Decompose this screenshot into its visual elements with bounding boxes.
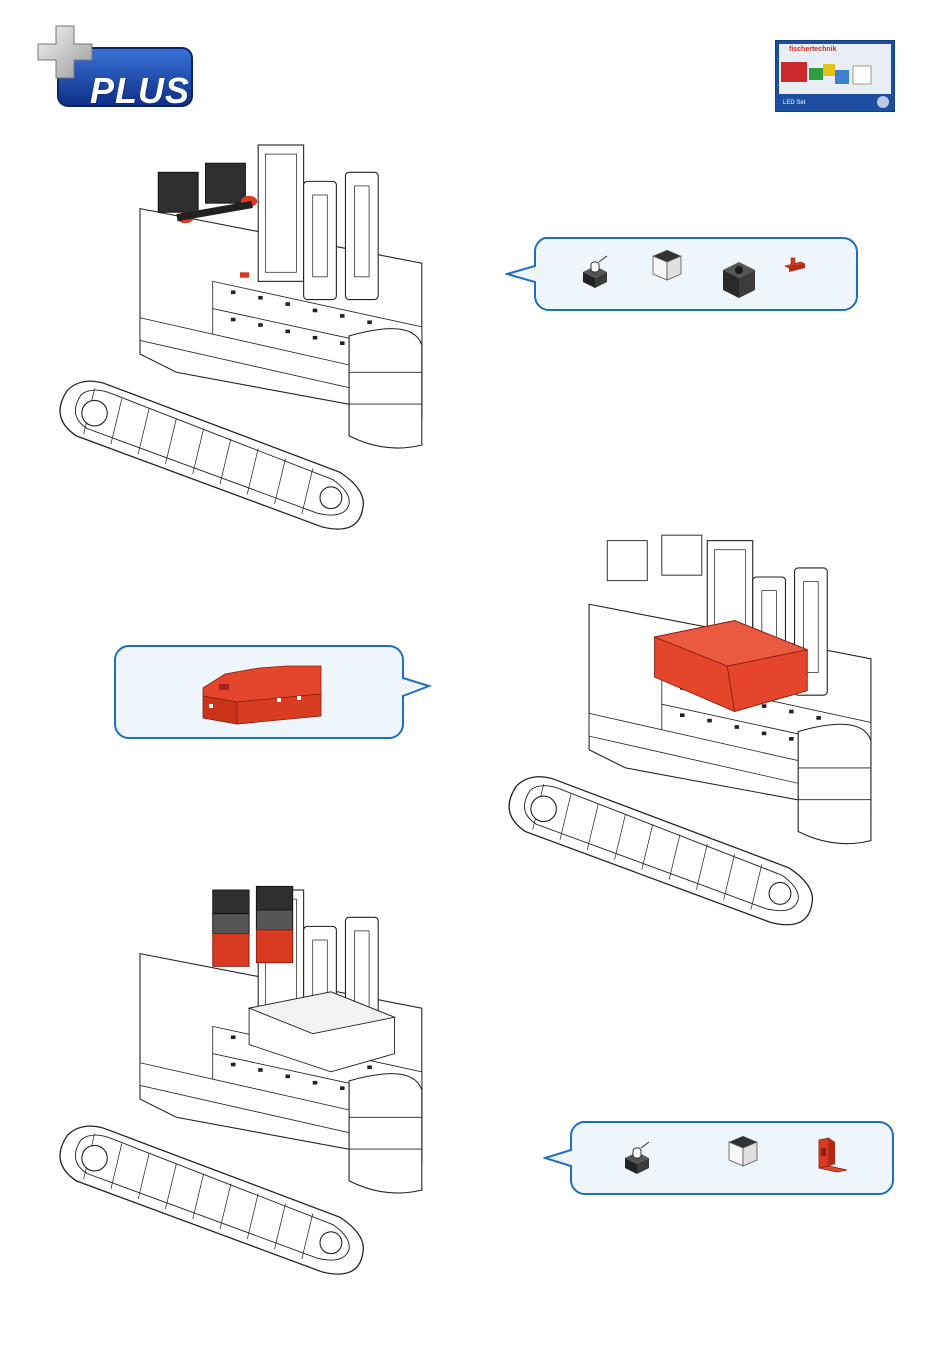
kit-brand-text: fischertechnik xyxy=(789,46,836,53)
excavator-step1-illustration xyxy=(40,115,440,575)
led-lamp-holder-icon xyxy=(577,254,613,290)
kit-box-image: fischertechnik LED Set xyxy=(775,40,895,112)
plus-logo: PLUS xyxy=(28,22,196,110)
excavator-step2-illustration xyxy=(480,492,880,962)
parts-callout-step1 xyxy=(505,236,861,314)
excavator-step3-illustration xyxy=(40,850,440,1330)
parts-callout-step2 xyxy=(113,644,433,742)
led-lamp-holder-icon xyxy=(619,1140,655,1176)
black-building-block-icon xyxy=(719,258,759,300)
white-building-block-icon xyxy=(649,248,685,284)
red-connector-plug-icon xyxy=(783,256,809,274)
parts-callout-step3 xyxy=(543,1120,897,1198)
logo-text: PLUS xyxy=(90,70,190,112)
red-battery-box-icon xyxy=(197,654,327,728)
white-building-block-icon xyxy=(725,1134,761,1170)
kit-title-text: LED Set xyxy=(783,100,805,106)
red-angle-block-icon xyxy=(811,1136,851,1176)
